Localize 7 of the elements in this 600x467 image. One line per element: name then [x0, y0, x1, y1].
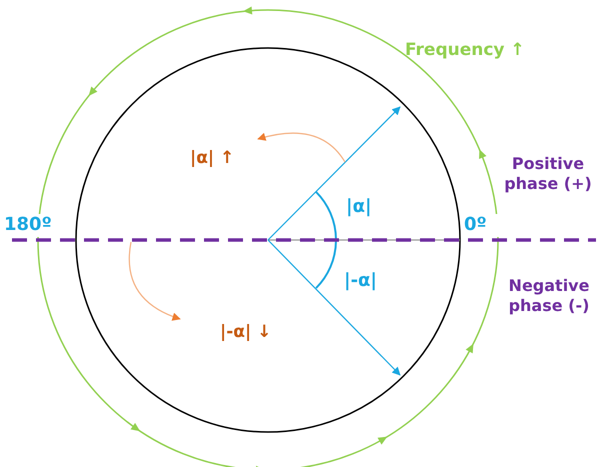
- angle-label: |α|: [346, 196, 373, 218]
- angle-label: |-α|: [344, 270, 378, 292]
- phase-region-label: Positive phase (+): [503, 154, 593, 194]
- phase-region-label: Negative phase (-): [508, 276, 590, 316]
- angle-increase-label: |α| ↑: [190, 148, 236, 170]
- frequency-label: Frequency ↑: [405, 40, 526, 62]
- angle-decrease-label: |-α| ↓: [220, 322, 272, 344]
